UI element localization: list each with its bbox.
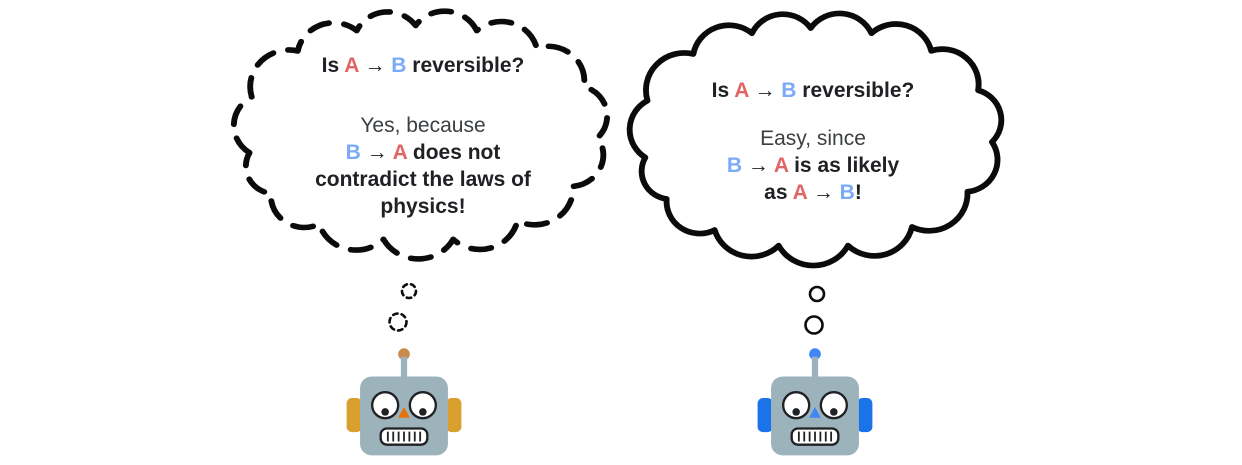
robot-teeth	[386, 431, 422, 442]
trail-dot-small	[808, 285, 826, 303]
robot-eye-right	[819, 391, 849, 420]
letter-a: A	[773, 154, 789, 177]
robot-nose	[809, 406, 821, 418]
left-thought-bubble	[230, 8, 611, 262]
trail-dot-small	[400, 282, 418, 300]
right-question-line: Is A → B reversible?	[648, 77, 978, 104]
right-thought-bubble	[626, 10, 1005, 269]
question-text: reversible?	[796, 79, 915, 102]
robot-ear-left	[346, 398, 362, 433]
right-robot	[757, 348, 873, 456]
answer-text: is as likely	[788, 154, 900, 177]
arrow: →	[806, 181, 840, 204]
robot-ear-right	[446, 398, 462, 433]
robot-ear-right	[857, 398, 873, 433]
letter-b: B	[781, 79, 797, 102]
arrow: →	[360, 141, 393, 164]
trail-dot-large	[804, 315, 824, 335]
right-answer-line-1: B → A is as likely	[648, 152, 978, 179]
trail-dot-large	[388, 312, 408, 332]
left-cloud-outline	[230, 8, 611, 262]
antenna-stem	[400, 356, 408, 379]
question-text: Is	[711, 79, 735, 102]
answer-text: !	[854, 181, 862, 204]
answer-text: does not	[407, 141, 501, 164]
letter-b: B	[726, 154, 742, 177]
arrow: →	[741, 154, 774, 177]
robot-eye-left	[781, 391, 811, 420]
left-answer-line-3: physics!	[380, 195, 466, 218]
question-text: reversible?	[406, 54, 525, 77]
letter-a: A	[792, 181, 807, 204]
left-thought-trail	[388, 282, 418, 332]
right-answer-line-2: as A → B!	[648, 179, 978, 206]
right-cloud-outline	[626, 10, 1005, 269]
left-intro-line: Yes, because	[360, 114, 486, 137]
arrow: →	[748, 79, 782, 102]
left-answer-line-1: B → A does not	[258, 139, 588, 166]
letter-b: B	[345, 141, 361, 164]
left-bubble-text: Is A → B reversible? Yes, because B → A …	[258, 52, 588, 220]
robot-nose	[398, 406, 410, 418]
robot-pupil-left	[792, 408, 800, 416]
robot-eye-right	[408, 391, 438, 420]
arrow: →	[358, 54, 392, 77]
right-thought-trail	[804, 285, 826, 335]
robot-pupil-left	[381, 408, 389, 416]
answer-text: as	[764, 181, 793, 204]
robot-eye-left	[370, 391, 400, 420]
right-intro-line: Easy, since	[760, 127, 866, 150]
antenna-stem	[811, 356, 819, 379]
robot-teeth	[797, 431, 833, 442]
left-question-line: Is A → B reversible?	[258, 52, 588, 79]
letter-b: B	[839, 181, 855, 204]
robot-pupil-right	[419, 408, 427, 416]
left-answer-line-2: contradict the laws of	[315, 168, 531, 191]
letter-a: A	[734, 79, 749, 102]
robot-pupil-right	[830, 408, 838, 416]
letter-b: B	[391, 54, 407, 77]
letter-a: A	[392, 141, 408, 164]
left-robot	[346, 348, 462, 456]
robot-ear-left	[757, 398, 773, 433]
right-bubble-text: Is A → B reversible? Easy, since B → A i…	[648, 77, 978, 206]
letter-a: A	[344, 54, 359, 77]
question-text: Is	[321, 54, 345, 77]
